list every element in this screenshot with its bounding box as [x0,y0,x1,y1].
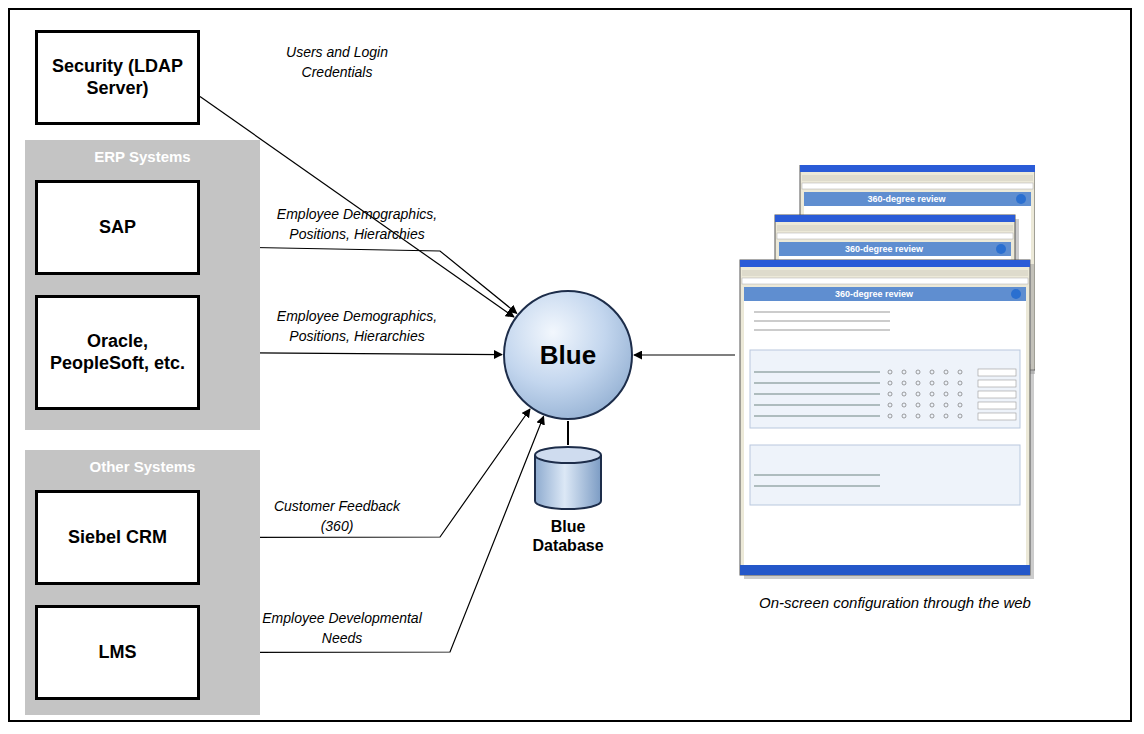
connector-arrow [567,421,569,445]
node-label: Security (LDAP Server) [44,56,191,99]
connector-arrow [634,354,735,355]
group-heading: Other Systems [25,458,260,475]
screenshot-stack: 360-degree review 360-degree review 360-de… [735,165,1035,640]
edge-label: Employee Demographics, Positions, Hierar… [262,204,452,245]
system-box: SAP [35,180,200,275]
node-label: Siebel CRM [68,527,167,549]
window-heading: 360-degree review [744,289,1004,299]
edge-label: Employee Developmental Needs [262,608,422,649]
edge-label: Customer Feedback (360) [262,496,412,537]
database-cylinder: Blue Database [520,445,616,565]
node-label: Blue [540,340,596,371]
edge-label: Users and Login Credentials [262,42,412,83]
window-heading: 360-degree review [804,194,1009,204]
caption: On-screen configuration through the web [755,593,1035,613]
node-label: SAP [99,217,136,239]
edge-label: Employee Demographics, Positions, Hierar… [262,306,452,347]
group-band: Other SystemsSiebel CRM LMS [25,450,260,715]
node-label: LMS [99,642,137,664]
system-box: Oracle, PeopleSoft, etc. [35,295,200,410]
cylinder-shape [533,445,603,511]
system-box: LMS [35,605,200,700]
node-label: Oracle, PeopleSoft, etc. [44,331,191,374]
system-box: Security (LDAP Server) [35,30,200,125]
group-heading: ERP Systems [25,148,260,165]
group-band: ERP SystemsSAP Oracle, PeopleSoft, etc. [25,140,260,430]
window-heading: 360-degree review [779,244,989,254]
browser-screenshots [735,165,1035,585]
node-label: Blue Database [520,517,616,555]
hub-circle: Blue [503,290,633,420]
system-box: Siebel CRM [35,490,200,585]
